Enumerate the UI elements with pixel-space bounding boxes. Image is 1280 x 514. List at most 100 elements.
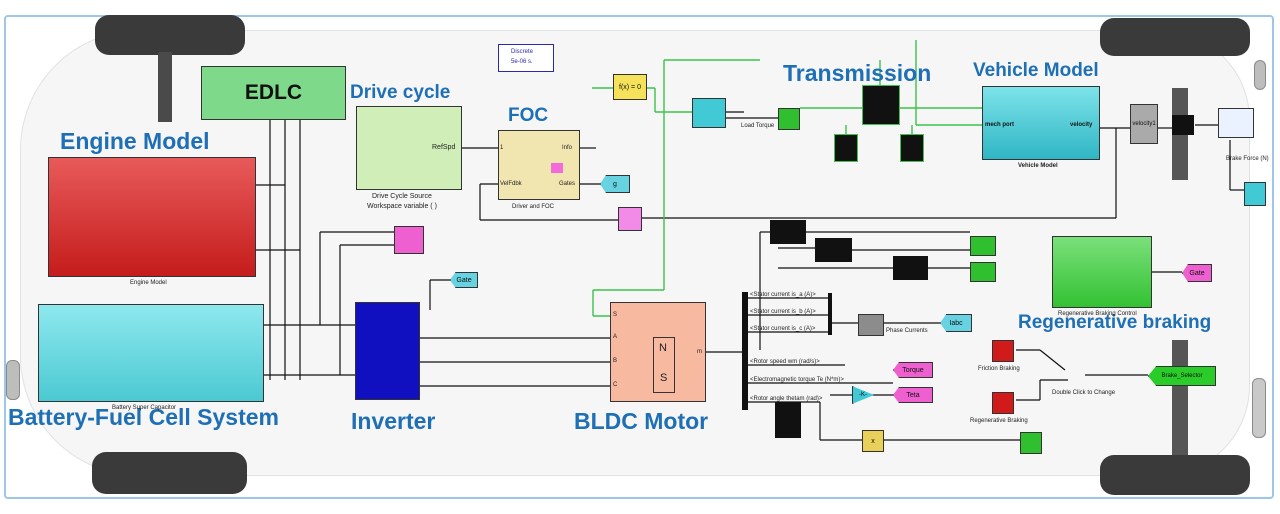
scope-1[interactable]	[970, 236, 996, 256]
motor-rotor: N S	[653, 337, 675, 393]
wheel-rear-left	[92, 452, 247, 494]
goto-tag-brake-selector[interactable]: Brake_Selector	[1148, 366, 1216, 386]
foc-block[interactable]	[498, 130, 580, 200]
vi-measurement-block[interactable]	[394, 226, 424, 254]
discrete-line1: Discrete	[511, 49, 534, 55]
torque-tag-label: Torque	[902, 366, 924, 374]
brake-selector-label: Brake_Selector	[1161, 373, 1203, 379]
velocity-gain-block[interactable]: velocity1	[1130, 104, 1158, 144]
engine-model-block[interactable]	[48, 157, 256, 277]
motor-pole-s: S	[660, 372, 668, 384]
battery-block[interactable]	[38, 304, 264, 402]
section-title-transmission: Transmission	[783, 60, 932, 86]
goto-tag-g[interactable]: g	[600, 175, 630, 193]
gain-k-label: -K-	[859, 392, 867, 398]
foc-inner-indicator	[551, 163, 563, 173]
side-mirror-right-top	[1254, 60, 1266, 90]
mux-bar[interactable]	[828, 293, 832, 335]
battery-label: Battery Super Capacitor	[112, 405, 177, 411]
motor-port-b: B	[613, 358, 618, 364]
solver-config-label: f(x) = 0	[619, 83, 641, 91]
goto-tag-gate-regen[interactable]: Gate	[1182, 264, 1212, 282]
integrator-block[interactable]	[618, 207, 642, 231]
section-title-foc: FOC	[508, 105, 549, 126]
teta-tag-label: Teta	[906, 391, 920, 399]
section-title-bldc-motor: BLDC Motor	[574, 408, 709, 434]
bus-signal-rotor-angle: <Rotor angle thetam (rad)>	[750, 396, 823, 402]
goto-tag-torque[interactable]: Torque	[893, 362, 933, 378]
iabc-tag-label: Iabc	[949, 319, 963, 327]
power-scope[interactable]	[1020, 432, 1042, 454]
phase-gain-block[interactable]	[858, 314, 884, 336]
velocity-gain-label: velocity1	[1132, 121, 1156, 127]
inverter-block[interactable]	[355, 302, 420, 400]
wheel-front-right	[1100, 18, 1250, 56]
vehicle-model-block[interactable]	[982, 86, 1100, 160]
friction-braking-const[interactable]	[992, 340, 1014, 362]
vehicle-mech-port: mech port	[985, 122, 1015, 128]
black-block-rotor[interactable]	[775, 402, 801, 438]
foc-port-gates: Gates	[559, 181, 576, 187]
motor-port-s: S	[613, 312, 618, 318]
section-title-vehicle-model: Vehicle Model	[973, 60, 1099, 81]
edlc-block[interactable]: EDLC	[201, 66, 346, 120]
black-block-1[interactable]	[770, 220, 806, 244]
load-torque-label: Load Torque	[741, 123, 775, 129]
brake-lookup-block[interactable]	[1218, 108, 1254, 138]
goto-tag-g-label: g	[613, 180, 617, 188]
regen-braking-control-block[interactable]	[1052, 236, 1152, 308]
motor-port-m: m	[697, 349, 702, 355]
wheel-rear-right	[1100, 455, 1250, 495]
torque-source-block[interactable]	[692, 98, 726, 128]
workspace-variable-label: Workspace variable ( )	[367, 203, 437, 210]
black-block-3[interactable]	[893, 256, 928, 280]
phase-currents-label: Phase Currents	[886, 328, 928, 334]
gate-tag-regen-label: Gate	[1189, 269, 1205, 277]
bus-selector-bar[interactable]	[742, 292, 748, 410]
bus-signal-stator-c: <Stator current is_c (A)>	[750, 326, 816, 332]
inertia-block-2[interactable]	[900, 134, 924, 162]
multiply-block[interactable]: x	[862, 430, 884, 452]
bldc-motor-block[interactable]: N S	[610, 302, 706, 402]
section-title-regenerative-braking: Regenerative braking	[1018, 312, 1212, 333]
section-title-engine-model: Engine Model	[60, 128, 210, 154]
axle-front-left	[158, 52, 172, 122]
brake-force-scope[interactable]	[1244, 182, 1266, 206]
section-title-battery-fuel-cell: Battery-Fuel Cell System	[8, 404, 279, 430]
inertia-block-1[interactable]	[834, 134, 858, 162]
goto-tag-iabc[interactable]: Iabc	[940, 314, 972, 332]
motor-pole-n: N	[659, 342, 667, 354]
friction-braking-label: Friction Braking	[978, 366, 1020, 372]
foc-label: Driver and FOC	[512, 204, 555, 210]
transmission-gear-block[interactable]	[862, 85, 900, 125]
side-mirror-left	[6, 360, 20, 400]
engine-model-label: Engine Model	[130, 280, 167, 286]
drive-cycle-refspd-port: RefSpd	[432, 144, 456, 151]
goto-tag-gate-inverter[interactable]: Gate	[450, 272, 478, 288]
drive-cycle-source-block[interactable]	[356, 106, 462, 190]
manual-switch-label: Double Click to Change	[1052, 390, 1116, 396]
velocity-mux-block[interactable]	[1172, 115, 1194, 135]
wheel-front-left	[95, 15, 245, 55]
foc-port-ref: 1	[500, 145, 504, 151]
multiply-label: x	[871, 437, 875, 445]
motor-port-c: C	[613, 382, 618, 388]
regenerative-braking-const[interactable]	[992, 392, 1014, 414]
powergui-discrete-block[interactable]: Discrete 5e-06 s.	[498, 44, 554, 72]
scope-2[interactable]	[970, 262, 996, 282]
section-title-inverter: Inverter	[351, 408, 436, 434]
black-block-2[interactable]	[815, 238, 852, 262]
goto-tag-teta[interactable]: Teta	[893, 387, 933, 403]
discrete-line2: 5e-06 s.	[511, 59, 533, 65]
foc-port-velfdbk: VelFdbk	[500, 181, 522, 187]
edlc-label: EDLC	[244, 81, 303, 104]
brake-force-label: Brake Force (N)	[1226, 156, 1269, 162]
motor-port-a: A	[613, 334, 618, 340]
bus-signal-stator-a: <Stator current is_a (A)>	[750, 292, 816, 298]
bus-signal-em-torque: <Electromagnetic torque Te (N*m)>	[750, 377, 844, 383]
bus-signal-rotor-speed: <Rotor speed wm (rad/s)>	[750, 359, 820, 365]
load-torque-scope[interactable]	[778, 108, 800, 130]
solver-config-block[interactable]: f(x) = 0	[613, 74, 647, 100]
regen-control-label: Regenerative Braking Control	[1058, 311, 1137, 317]
